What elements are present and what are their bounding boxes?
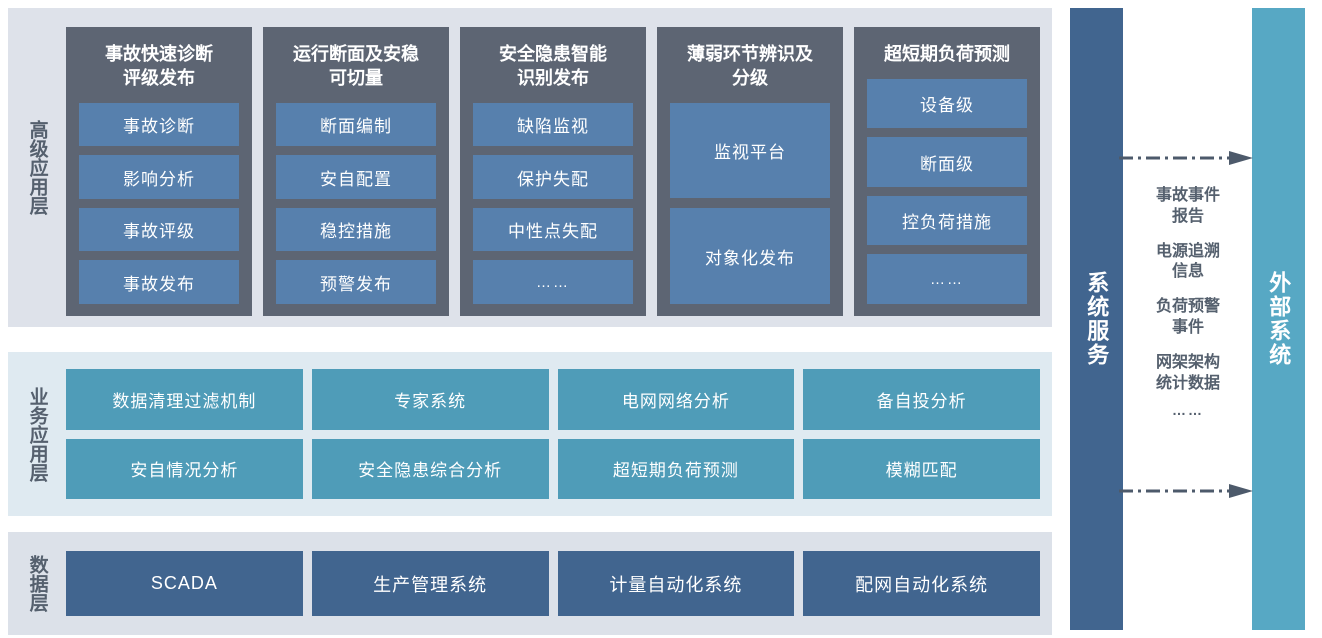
card-item[interactable]: 保护失配 xyxy=(473,155,633,199)
business-item[interactable]: 模糊匹配 xyxy=(803,438,1040,499)
external-system-bar[interactable]: 外部系统 xyxy=(1252,8,1305,630)
business-item[interactable]: 安全隐患综合分析 xyxy=(311,438,549,499)
business-row: 数据清理过滤机制 专家系统 电网网络分析 备自投分析 xyxy=(66,369,1040,430)
advanced-application-layer-label: 高级应用层 xyxy=(26,120,48,215)
card-title: 事故快速诊断 评级发布 xyxy=(105,44,213,88)
card-item[interactable]: 对象化发布 xyxy=(670,208,830,304)
data-item[interactable]: 配网自动化系统 xyxy=(803,551,1040,616)
card-ultra-short-term-load-forecast[interactable]: 超短期负荷预测 设备级 断面级 控负荷措施 …… xyxy=(854,27,1040,316)
card-item[interactable]: 预警发布 xyxy=(276,260,436,304)
card-item-list: 断面编制 安自配置 稳控措施 预警发布 xyxy=(276,102,436,304)
card-item[interactable]: 监视平台 xyxy=(670,102,830,199)
card-weak-link-identification[interactable]: 薄弱环节辨识及 分级 监视平台 对象化发布 xyxy=(657,27,843,316)
flow-label-list: 事故事件 报告 电源追溯 信息 负荷预警 事件 网架架构 统计数据 …… xyxy=(1124,186,1252,418)
system-interface-zone: 系统服务 外部系统 事故事件 报告 电源追溯 信息 负荷预警 事件 网架架构 统… xyxy=(1062,8,1314,630)
card-safety-hazard-identification[interactable]: 安全隐患智能 识别发布 缺陷监视 保护失配 中性点失配 …… xyxy=(460,27,646,316)
data-item[interactable]: 生产管理系统 xyxy=(311,551,549,616)
data-item[interactable]: SCADA xyxy=(66,551,303,616)
card-item-list: 缺陷监视 保护失配 中性点失配 …… xyxy=(473,102,633,304)
card-item-list: 事故诊断 影响分析 事故评级 事故发布 xyxy=(79,102,239,304)
card-item[interactable]: 断面编制 xyxy=(276,102,436,147)
card-item-list: 设备级 断面级 控负荷措施 …… xyxy=(867,78,1027,304)
layer-stack: 高级应用层 事故快速诊断 评级发布 事故诊断 影响分析 事故评级 事故发布 运行… xyxy=(8,8,1052,635)
business-row: 安自情况分析 安全隐患综合分析 超短期负荷预测 模糊匹配 xyxy=(66,438,1040,499)
flow-label: 事故事件 报告 xyxy=(1155,187,1220,225)
business-item[interactable]: 数据清理过滤机制 xyxy=(66,369,303,430)
card-item-ellipsis[interactable]: …… xyxy=(867,254,1027,304)
business-item[interactable]: 安自情况分析 xyxy=(66,438,303,499)
card-title: 薄弱环节辨识及 分级 xyxy=(687,44,813,88)
business-item[interactable]: 专家系统 xyxy=(311,369,549,430)
advanced-application-card-group: 事故快速诊断 评级发布 事故诊断 影响分析 事故评级 事故发布 运行断面及安稳 … xyxy=(66,8,1052,327)
data-layer-label: 数据层 xyxy=(26,555,48,612)
card-title: 运行断面及安稳 可切量 xyxy=(293,44,419,88)
business-item-grid: 数据清理过滤机制 专家系统 电网网络分析 备自投分析 安自情况分析 安全隐患综合… xyxy=(66,352,1052,516)
card-item[interactable]: 安自配置 xyxy=(276,155,436,199)
card-title: 超短期负荷预测 xyxy=(884,44,1010,64)
dashed-arrow-right-icon xyxy=(1119,151,1253,165)
data-item-grid: SCADA 生产管理系统 计量自动化系统 配网自动化系统 xyxy=(66,532,1052,635)
card-item[interactable]: 中性点失配 xyxy=(473,207,633,252)
system-service-bar[interactable]: 系统服务 xyxy=(1070,8,1123,630)
advanced-application-layer-panel: 高级应用层 事故快速诊断 评级发布 事故诊断 影响分析 事故评级 事故发布 运行… xyxy=(8,8,1052,327)
card-item[interactable]: 事故诊断 xyxy=(79,102,239,147)
card-item[interactable]: 影响分析 xyxy=(79,155,239,199)
data-layer-panel: 数据层 SCADA 生产管理系统 计量自动化系统 配网自动化系统 xyxy=(8,532,1052,635)
card-item-list: 监视平台 对象化发布 xyxy=(670,102,830,304)
card-operating-section-stability[interactable]: 运行断面及安稳 可切量 断面编制 安自配置 稳控措施 预警发布 xyxy=(263,27,449,316)
card-item[interactable]: 事故发布 xyxy=(79,260,239,304)
card-item-ellipsis[interactable]: …… xyxy=(473,260,633,304)
card-item[interactable]: 设备级 xyxy=(867,78,1027,129)
card-item[interactable]: 事故评级 xyxy=(79,207,239,252)
flow-label: 电源追溯 信息 xyxy=(1155,242,1220,281)
business-application-layer-panel: 业务应用层 数据清理过滤机制 专家系统 电网网络分析 备自投分析 安自情况分析 … xyxy=(8,352,1052,516)
business-item[interactable]: 备自投分析 xyxy=(803,369,1040,430)
flow-label: 负荷预警 事件 xyxy=(1155,298,1220,336)
card-item[interactable]: 控负荷措施 xyxy=(867,195,1027,246)
card-item[interactable]: 断面级 xyxy=(867,137,1027,187)
flow-label-ellipsis: …… xyxy=(1172,402,1204,419)
card-accident-rapid-diagnosis[interactable]: 事故快速诊断 评级发布 事故诊断 影响分析 事故评级 事故发布 xyxy=(66,27,252,316)
card-item[interactable]: 稳控措施 xyxy=(276,207,436,252)
business-item[interactable]: 电网网络分析 xyxy=(557,369,795,430)
business-application-layer-label: 业务应用层 xyxy=(26,386,48,482)
flow-label: 网架架构 统计数据 xyxy=(1155,353,1220,392)
business-item[interactable]: 超短期负荷预测 xyxy=(557,438,795,499)
dashed-arrow-right-icon xyxy=(1119,484,1253,498)
card-item[interactable]: 缺陷监视 xyxy=(473,102,633,147)
data-item[interactable]: 计量自动化系统 xyxy=(557,551,795,616)
card-title: 安全隐患智能 识别发布 xyxy=(499,44,607,88)
